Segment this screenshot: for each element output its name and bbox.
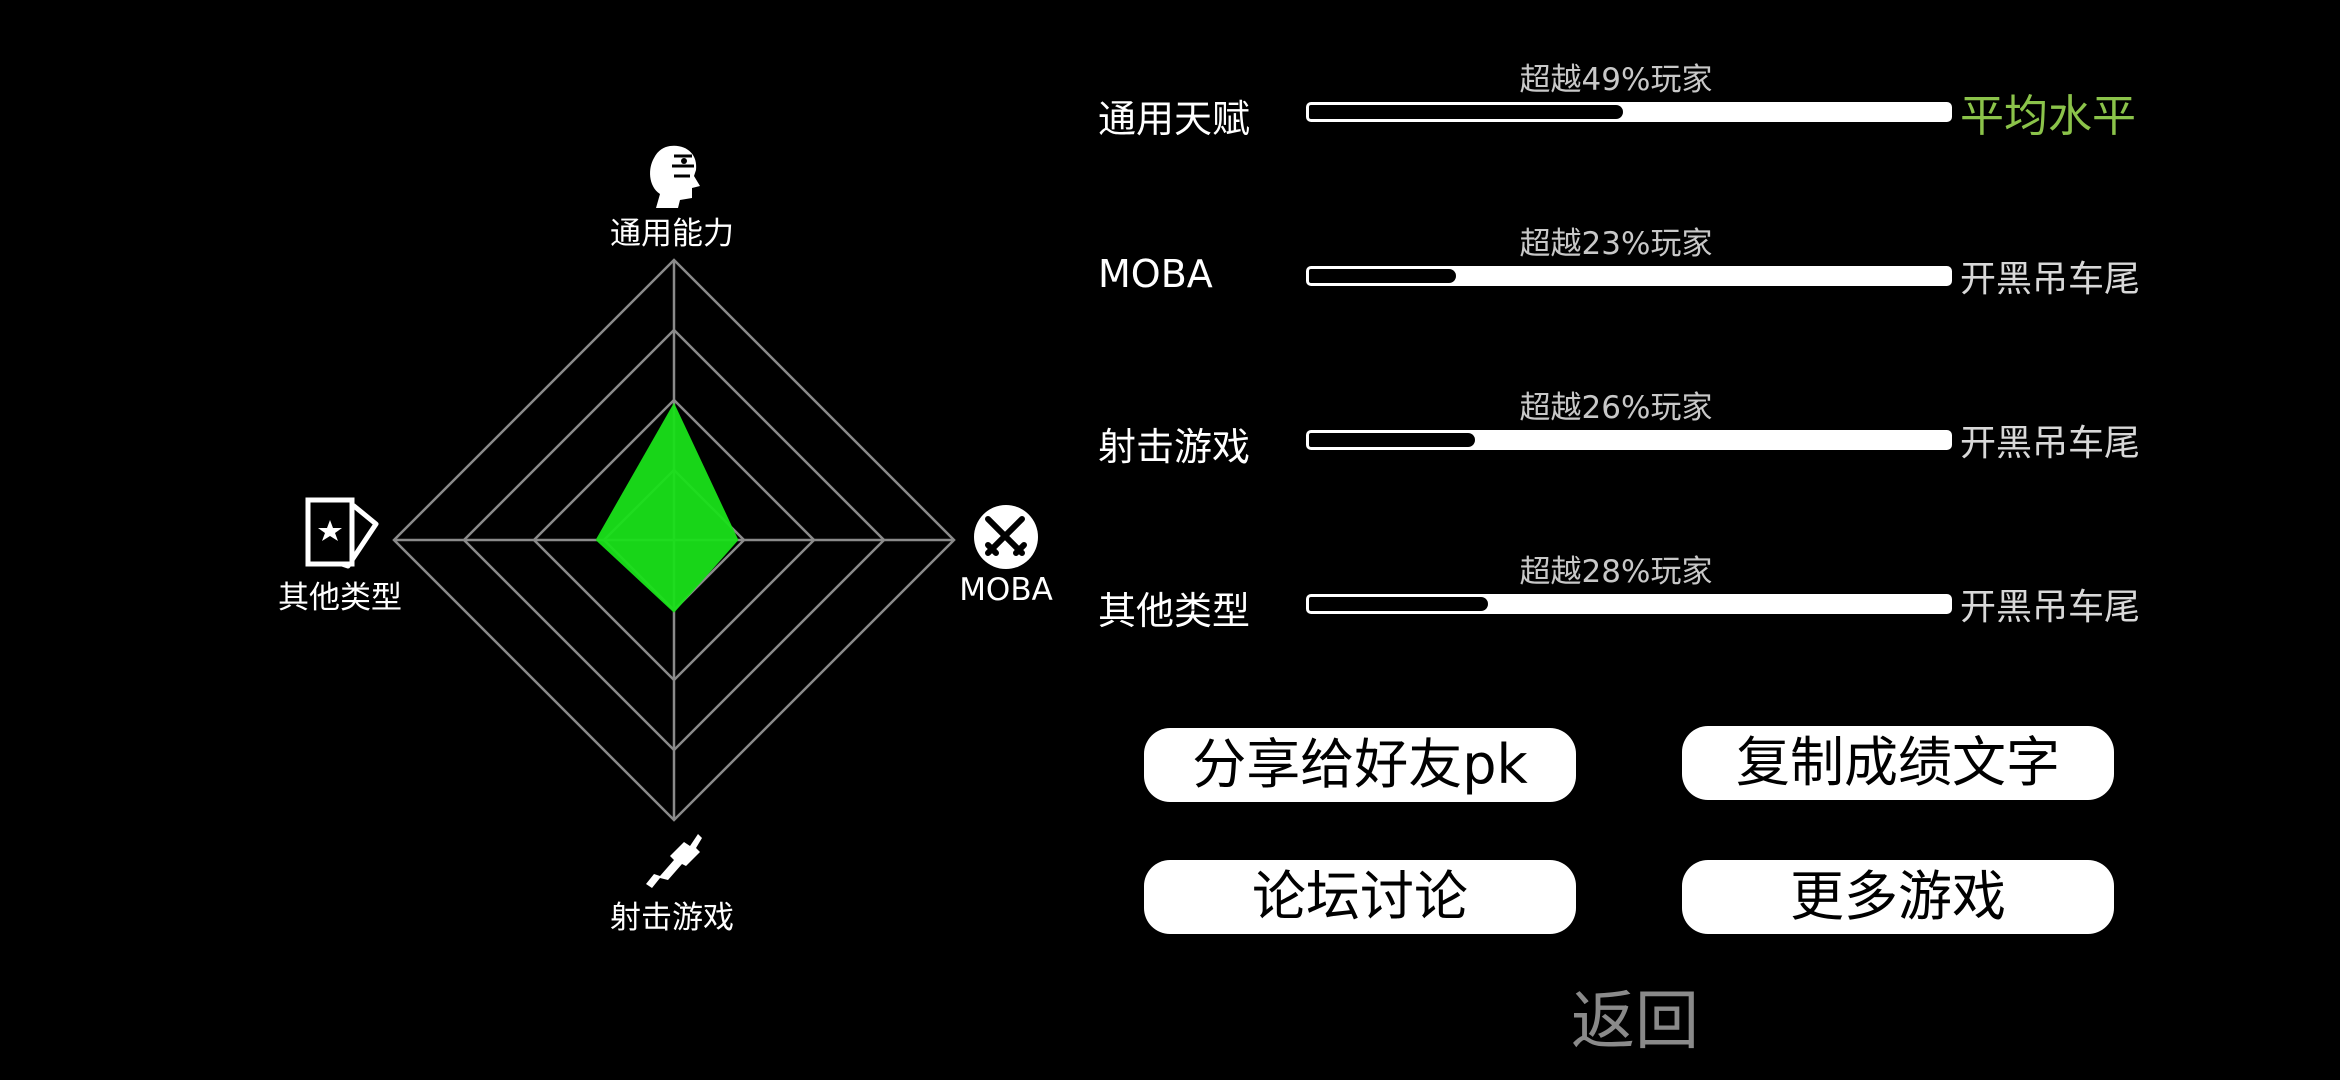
progress-fill [1309, 433, 1476, 447]
stat-caption: 超越49%玩家 [1519, 62, 1713, 98]
progress-fill [1309, 597, 1489, 611]
rating-text: 开黑吊车尾 [1960, 259, 2141, 300]
rifle-icon [646, 834, 702, 888]
stat-label: MOBA [1098, 252, 1213, 296]
stat-label: 其他类型 [1098, 589, 1251, 633]
progress-bar [1306, 594, 1952, 614]
progress-fill [1309, 269, 1457, 283]
copy-result-button[interactable]: 复制成绩文字 [1682, 726, 2114, 800]
rating-text: 开黑吊车尾 [1960, 587, 2141, 628]
radar-label-other: 其他类型 [278, 580, 402, 616]
back-button[interactable]: 返回 [1571, 985, 1699, 1059]
radar-label-shooter: 射击游戏 [610, 900, 734, 936]
radar-label-general: 通用能力 [610, 216, 734, 252]
stat-label: 射击游戏 [1098, 425, 1251, 469]
more-games-button[interactable]: 更多游戏 [1682, 860, 2114, 934]
radar-score-area [595, 402, 739, 613]
stat-caption: 超越26%玩家 [1519, 390, 1713, 426]
forum-button[interactable]: 论坛讨论 [1144, 860, 1576, 934]
rating-text: 平均水平 [1960, 91, 2136, 142]
share-pk-button[interactable]: 分享给好友pk [1144, 728, 1576, 802]
progress-bar [1306, 266, 1952, 286]
progress-bar [1306, 102, 1952, 122]
stat-caption: 超越23%玩家 [1519, 226, 1713, 262]
stat-caption: 超越28%玩家 [1519, 554, 1713, 590]
radar-label-moba: MOBA [959, 572, 1053, 608]
crossed-swords-icon [974, 505, 1038, 569]
stat-label: 通用天赋 [1098, 97, 1251, 141]
radar-chart [392, 258, 956, 822]
robot-head-icon [650, 145, 700, 208]
rating-text: 开黑吊车尾 [1960, 423, 2141, 464]
progress-bar [1306, 430, 1952, 450]
progress-fill [1309, 105, 1623, 119]
cards-icon [305, 497, 379, 569]
